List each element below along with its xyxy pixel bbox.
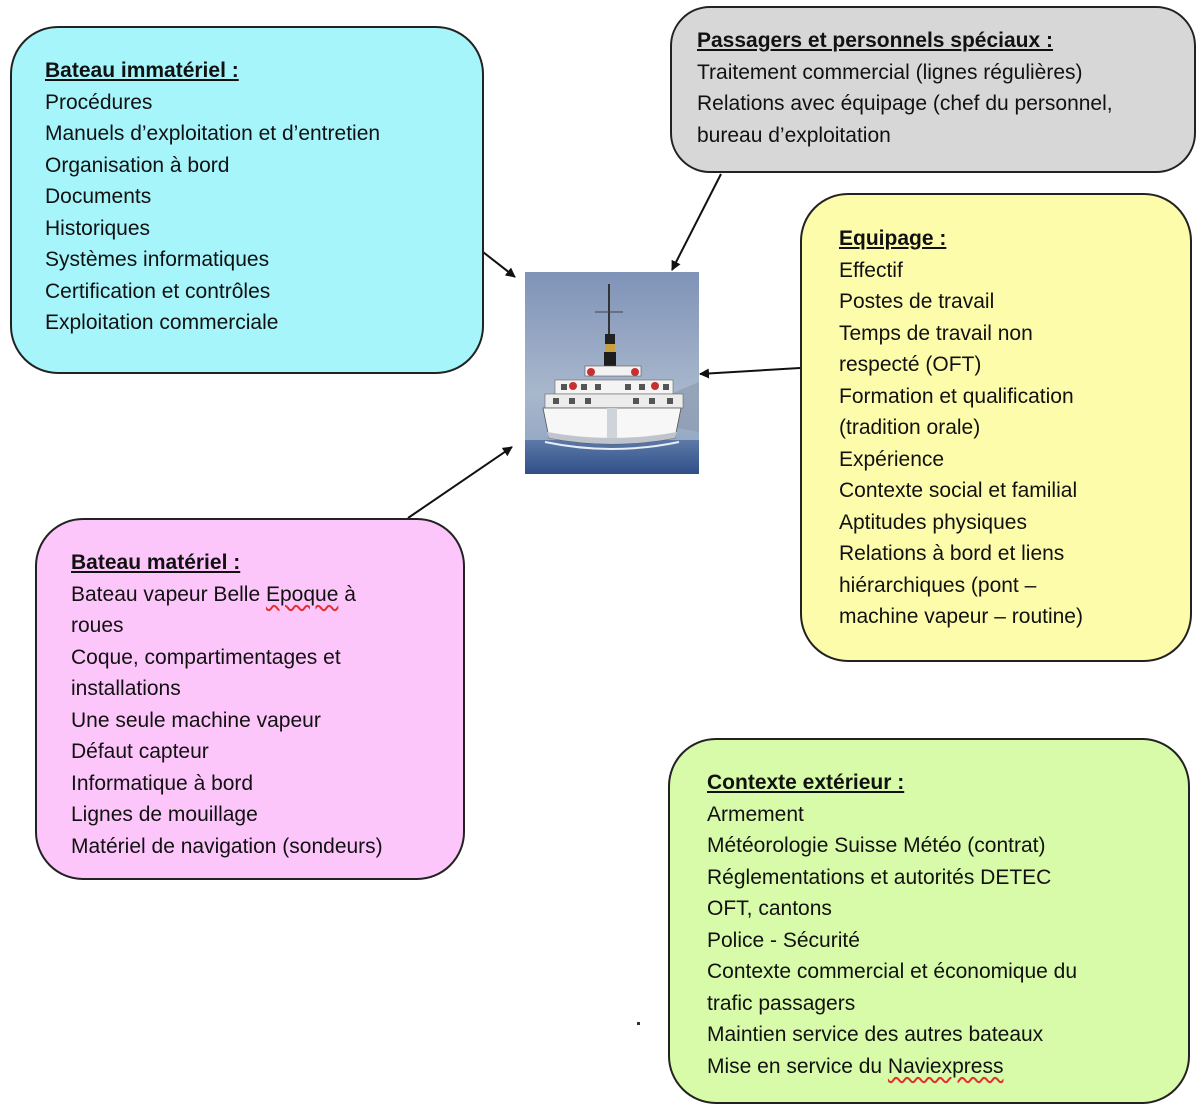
list-item: bureau d’exploitation (697, 123, 891, 147)
spellcheck-word: Naviexpress (887, 1054, 1004, 1078)
list-item: Aptitudes physiques (839, 510, 1027, 534)
list-item: machine vapeur – routine) (839, 605, 1083, 628)
list-item-text: Bateau vapeur Belle (71, 582, 266, 606)
list-item: Contexte social et familial (839, 479, 1078, 502)
list-item: Bateau vapeur Belle Epoque à (71, 579, 463, 611)
passagers-box: Passagers et personnels spéciaux : Trait… (670, 6, 1196, 173)
list-item: Lignes de mouillage (71, 803, 258, 826)
list-item: Documents (45, 185, 152, 208)
list-item: Postes de travail (839, 290, 995, 313)
list-item: hiérarchiques (pont – (839, 573, 1037, 597)
arrow-immateriel-to-boat (482, 251, 516, 278)
list-item: roues (71, 614, 124, 637)
arrow-materiel-to-boat (407, 446, 513, 519)
list-item: Effectif (839, 258, 903, 282)
list-item: respecté (OFT) (839, 353, 982, 376)
list-item: Temps de travail non (839, 321, 1033, 345)
list-item: Maintien service des autres bateaux (707, 1023, 1044, 1046)
list-item: Mise en service du Naviexpress (707, 1051, 1188, 1083)
contexte-exterieur-box: Contexte extérieur : Armement Météorolog… (668, 738, 1190, 1104)
list-item: Certification et contrôles (45, 279, 271, 303)
bateau-materiel-box: Bateau matériel : Bateau vapeur Belle Ep… (35, 518, 465, 880)
list-item: (tradition orale) (839, 416, 981, 439)
list-item: Armement (707, 802, 804, 826)
list-item: Systèmes informatiques (45, 248, 270, 271)
list-item: Police - Sécurité (707, 928, 860, 952)
passagers-title: Passagers et personnels spéciaux : (697, 29, 1054, 52)
contexte-exterieur-title: Contexte extérieur : (707, 771, 905, 794)
list-item: Formation et qualification (839, 384, 1074, 408)
spellcheck-word: Epoque (265, 582, 339, 606)
bateau-immateriel-title: Bateau immatériel : (45, 59, 239, 82)
steamboat-photo (525, 272, 699, 474)
list-item: Réglementations et autorités DETEC (707, 865, 1052, 889)
list-item: Procédures (45, 90, 153, 114)
list-item: Défaut capteur (71, 740, 209, 763)
list-item-text: à (338, 582, 356, 606)
list-item: Expérience (839, 447, 945, 471)
list-item: installations (71, 677, 181, 700)
list-item: Organisation à bord (45, 153, 230, 177)
stray-dot (637, 1022, 640, 1025)
list-item: trafic passagers (707, 991, 856, 1015)
list-item: Relations avec équipage (chef du personn… (697, 92, 1113, 115)
arrow-passagers-to-boat (671, 173, 722, 271)
list-item: Coque, compartimentages et (71, 645, 341, 669)
list-item: Relations à bord et liens (839, 542, 1065, 565)
list-item: Historiques (45, 216, 151, 240)
bateau-materiel-title: Bateau matériel : (71, 551, 241, 574)
list-item: Une seule machine vapeur (71, 708, 321, 732)
arrow-equipage-to-boat (699, 367, 801, 379)
list-item: Météorologie Suisse Météo (contrat) (707, 834, 1046, 857)
list-item: Contexte commercial et économique du (707, 960, 1078, 983)
list-item: Informatique à bord (71, 771, 254, 795)
list-item: Traitement commercial (lignes régulières… (697, 60, 1083, 84)
list-item: Matériel de navigation (sondeurs) (71, 834, 383, 858)
equipage-title: Equipage : (839, 227, 947, 250)
list-item: OFT, cantons (707, 897, 832, 920)
list-item: Exploitation commerciale (45, 311, 279, 334)
list-item: Manuels d’exploitation et d’entretien (45, 122, 381, 145)
equipage-box: Equipage : Effectif Postes de travail Te… (800, 193, 1192, 662)
bateau-immateriel-box: Bateau immatériel : Procédures Manuels d… (10, 26, 484, 374)
list-item-text: Mise en service du (707, 1054, 888, 1078)
